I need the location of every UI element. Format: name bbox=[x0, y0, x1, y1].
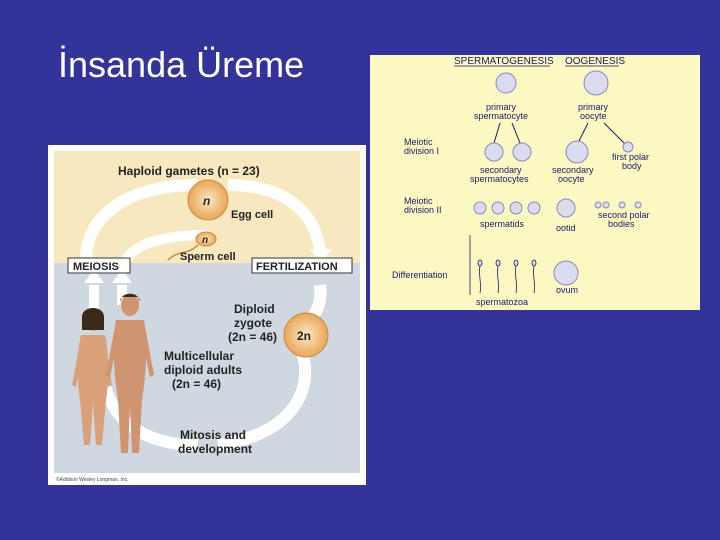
branch-line bbox=[577, 122, 589, 144]
first-polar-body-label-1: first polar bbox=[612, 152, 649, 162]
adults-label-1: Multicellular bbox=[164, 349, 234, 363]
egg-cell-label: Egg cell bbox=[231, 209, 273, 221]
life-cycle-diagram: Haploid gametes (n = 23) n Egg cell n Sp… bbox=[54, 151, 360, 483]
meiotic-division-2-label-1: Meiotic bbox=[404, 196, 433, 206]
meiotic-division-2-label-2: division II bbox=[404, 205, 442, 215]
second-polar-body-cell bbox=[594, 201, 602, 209]
zygote-cell-icon bbox=[283, 312, 329, 358]
first-polar-body-label-2: body bbox=[622, 161, 642, 171]
meiotic-division-1-label-1: Meiotic bbox=[404, 137, 433, 147]
spermatogenesis-heading: SPERMATOGENESIS bbox=[454, 56, 554, 67]
secondary-oocyte-label-2: oocyte bbox=[558, 174, 585, 184]
copyright-label: ©Addison Wesley Longman, Inc. bbox=[56, 476, 129, 483]
ootid-label: ootid bbox=[556, 223, 576, 233]
arrow-head-meiosis-1 bbox=[84, 269, 104, 283]
male-adult-figure bbox=[106, 293, 154, 453]
egg-n-label: n bbox=[203, 194, 210, 208]
zygote-label-1: Diploid bbox=[234, 302, 275, 316]
primary-oocyte-cell bbox=[583, 70, 609, 96]
differentiation-label: Differentiation bbox=[392, 270, 447, 280]
sperm-n-label: n bbox=[202, 235, 208, 246]
slide-title: İnsanda Üreme bbox=[58, 44, 305, 85]
primary-spermatocyte-label-2: spermatocyte bbox=[474, 111, 528, 121]
branch-line bbox=[511, 122, 521, 144]
sperm-cell-label: Sperm cell bbox=[180, 251, 236, 263]
secondary-spermatocyte-cell bbox=[484, 142, 504, 162]
arrow-head-fertilization bbox=[310, 249, 332, 263]
second-polar-bodies-label-2: bodies bbox=[608, 219, 635, 229]
secondary-spermatocytes-label-2: spermatocytes bbox=[470, 174, 529, 184]
spermatid-cell bbox=[491, 201, 505, 215]
secondary-spermatocyte-cell bbox=[512, 142, 532, 162]
female-adult-figure bbox=[72, 308, 112, 445]
mitosis-label-1: Mitosis and bbox=[180, 428, 246, 442]
gametogenesis-diagram: SPERMATOGENESIS OOGENESIS primary sperma… bbox=[392, 56, 650, 307]
branch-line bbox=[603, 122, 627, 146]
ovum-cell bbox=[553, 260, 579, 286]
second-polar-bodies-label-1: second polar bbox=[598, 210, 650, 220]
haploid-gametes-label: Haploid gametes (n = 23) bbox=[118, 164, 260, 178]
second-polar-body-cell bbox=[634, 201, 642, 209]
spermatid-cell bbox=[509, 201, 523, 215]
spermatozoa-cells bbox=[477, 259, 537, 294]
meiotic-division-1-label-2: division I bbox=[404, 146, 439, 156]
secondary-oocyte-label-1: secondary bbox=[552, 165, 594, 175]
secondary-oocyte-cell bbox=[565, 140, 589, 164]
meiosis-label: MEIOSIS bbox=[73, 261, 119, 273]
meiosis-box bbox=[67, 257, 131, 274]
branch-line bbox=[493, 122, 501, 144]
ootid-cell bbox=[556, 198, 576, 218]
mitosis-label-2: development bbox=[178, 442, 252, 456]
life-cycle-figure: Haploid gametes (n = 23) n Egg cell n Sp… bbox=[48, 145, 366, 485]
ovum-label: ovum bbox=[556, 285, 578, 295]
spermatozoa-label: spermatozoa bbox=[476, 297, 528, 307]
fertilization-box bbox=[251, 257, 353, 274]
primary-oocyte-label-1: primary bbox=[578, 102, 609, 112]
spermatids-label: spermatids bbox=[480, 219, 525, 229]
primary-oocyte-label-2: oocyte bbox=[580, 111, 607, 121]
spermatid-cell bbox=[473, 201, 487, 215]
spermatid-cell bbox=[527, 201, 541, 215]
primary-spermatocyte-cell bbox=[495, 72, 517, 94]
adults-label-3: (2n = 46) bbox=[172, 377, 221, 391]
oogenesis-heading: OOGENESIS bbox=[565, 56, 625, 67]
arrow-development bbox=[217, 353, 312, 451]
secondary-spermatocytes-label-1: secondary bbox=[480, 165, 522, 175]
fertilization-label: FERTILIZATION bbox=[256, 261, 338, 273]
first-polar-body-cell bbox=[622, 141, 634, 153]
second-polar-body-cell bbox=[602, 201, 610, 209]
sperm-cell-icon bbox=[195, 231, 217, 247]
gametogenesis-figure: SPERMATOGENESIS OOGENESIS primary sperma… bbox=[370, 55, 700, 310]
zygote-label-2: zygote bbox=[234, 316, 272, 330]
egg-cell-icon bbox=[187, 179, 229, 221]
adults-label-2: diploid adults bbox=[164, 363, 242, 377]
zygote-2n-label: 2n bbox=[297, 329, 311, 343]
zygote-label-3: (2n = 46) bbox=[228, 330, 277, 344]
arrow-meiosis-up bbox=[80, 179, 199, 258]
second-polar-body-cell bbox=[618, 201, 626, 209]
arrow-fertilization-down bbox=[227, 179, 326, 256]
primary-spermatocyte-label-1: primary bbox=[486, 102, 517, 112]
sperm-tail bbox=[167, 244, 199, 261]
arrow-head-meiosis-2 bbox=[112, 269, 132, 283]
